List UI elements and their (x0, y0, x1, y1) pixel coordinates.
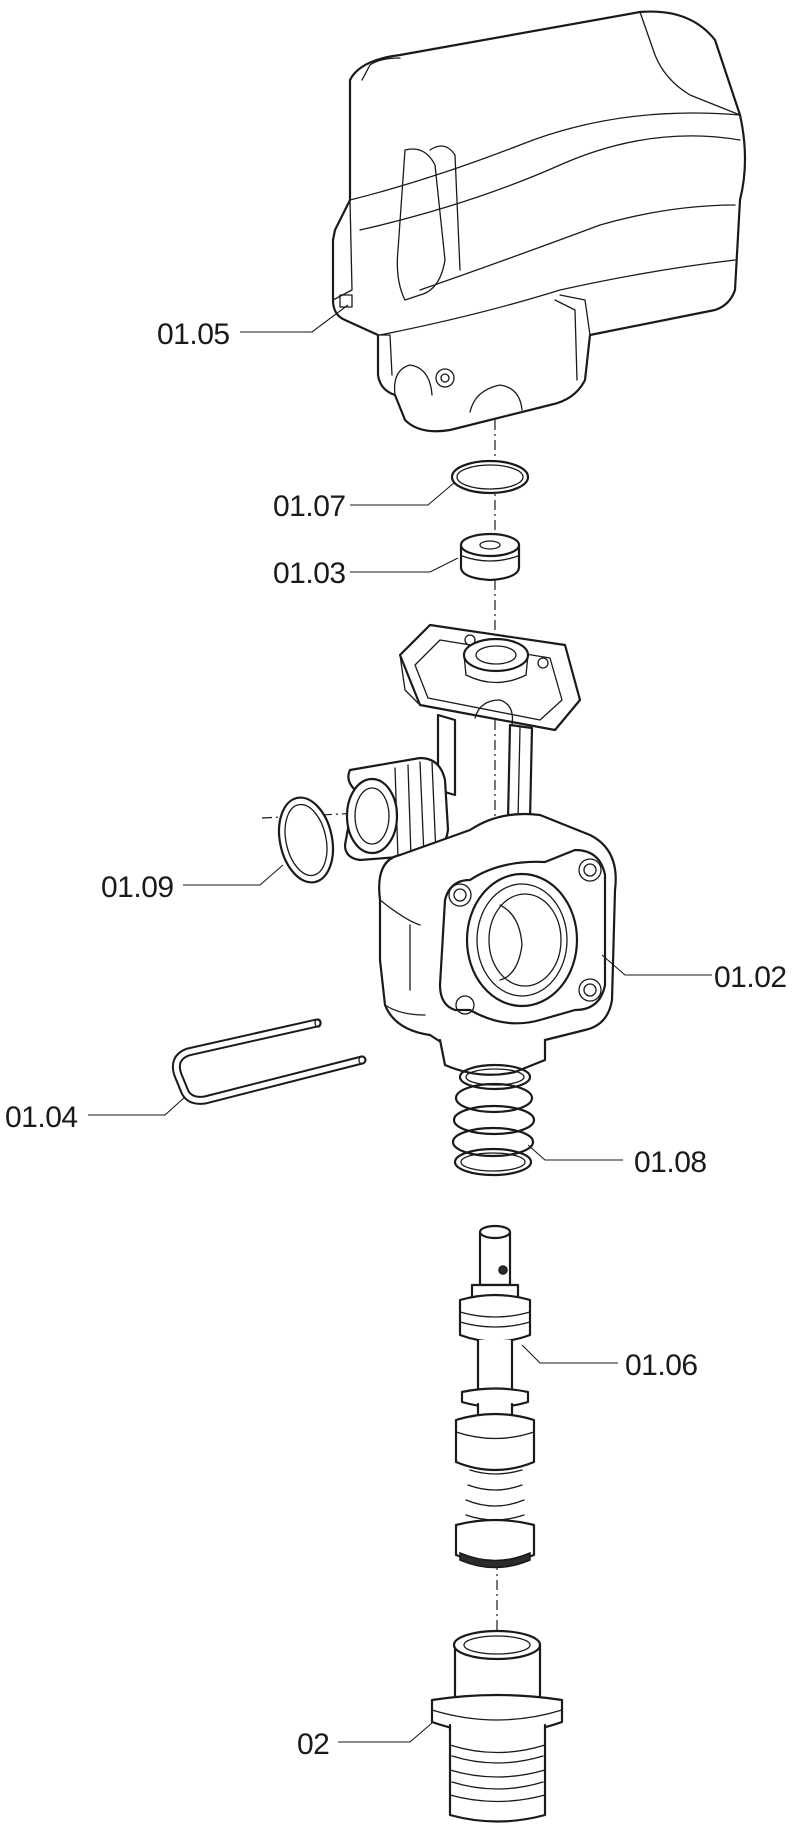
leader-01-02 (601, 954, 712, 976)
leader-01-04 (88, 1096, 186, 1116)
leader-01-06 (521, 1344, 618, 1364)
leader-01-07 (350, 481, 456, 506)
part-valve-piston (454, 1224, 536, 1569)
part-seal-bushing (459, 532, 521, 582)
callout-01-06: 01.06 (625, 1349, 698, 1382)
leader-01-08 (527, 1144, 623, 1161)
part-fitting-adapter (430, 1629, 564, 1823)
leader-02 (338, 1722, 433, 1743)
callout-01-04: 01.04 (5, 1101, 78, 1134)
leader-01-05 (240, 304, 349, 333)
callout-02: 02 (297, 1728, 329, 1761)
callout-01-07: 01.07 (273, 490, 346, 523)
part-o-ring-side (277, 796, 335, 884)
part-compression-spring (451, 1063, 536, 1177)
part-u-clip (171, 1018, 367, 1105)
leader-01-09 (183, 864, 284, 886)
callout-01-08: 01.08 (634, 1146, 707, 1179)
callout-01-05: 01.05 (157, 318, 230, 351)
callout-01-02: 01.02 (714, 961, 787, 994)
leader-01-03 (350, 557, 459, 573)
part-valve-body (343, 623, 617, 1076)
part-o-ring-top (450, 459, 530, 495)
part-actuator-cover (331, 10, 747, 433)
callout-01-03: 01.03 (273, 557, 346, 590)
callout-01-09: 01.09 (101, 871, 174, 904)
